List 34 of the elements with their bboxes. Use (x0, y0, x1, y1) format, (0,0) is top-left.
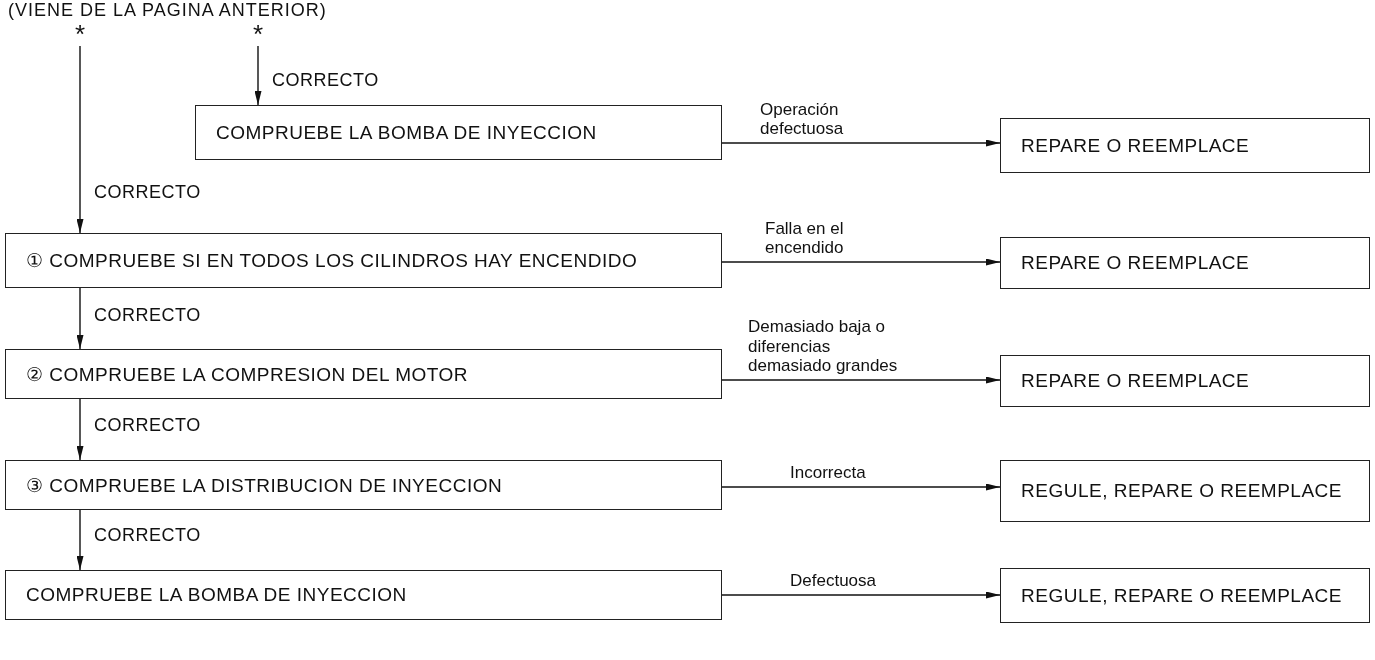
process-box (1000, 460, 1370, 522)
arrow (76, 287, 84, 350)
process-box (1000, 355, 1370, 407)
edge-label: Demasiado baja o diferencias demasiado grandes (748, 317, 898, 376)
process-box (195, 105, 722, 160)
arrow (76, 45, 84, 234)
process-box (5, 233, 722, 288)
asterisk-mark: * (246, 22, 270, 46)
box-label: COMPRUEBE LA BOMBA DE INYECCION (26, 584, 407, 606)
process-box (1000, 237, 1370, 289)
box-label: REPARE O REEMPLACE (1021, 252, 1250, 274)
process-box (1000, 118, 1370, 173)
box-label: ③ COMPRUEBE LA DISTRIBUCION DE INYECCION (26, 473, 503, 497)
box-label: REGULE, REPARE O REEMPLACE (1021, 480, 1342, 502)
arrow (721, 591, 1001, 599)
arrow (721, 376, 1001, 384)
process-box (1000, 568, 1370, 623)
arrow (721, 258, 1001, 266)
box-label: ② COMPRUEBE LA COMPRESION DEL MOTOR (26, 362, 469, 386)
process-box (5, 460, 722, 510)
page-note: (VIENE DE LA PAGINA ANTERIOR) (8, 0, 327, 21)
box-label: REPARE O REEMPLACE (1021, 134, 1250, 157)
box-label: COMPRUEBE LA BOMBA DE INYECCION (216, 121, 597, 144)
arrow (721, 139, 1001, 147)
arrow (721, 483, 1001, 491)
process-box (5, 349, 722, 399)
box-label: ① COMPRUEBE SI EN TODOS LOS CILINDROS HAY ENCENDIDO (26, 249, 638, 272)
arrow (254, 45, 262, 106)
box-label: REPARE O REEMPLACE (1021, 370, 1250, 392)
asterisk-mark: * (68, 22, 92, 46)
arrow (76, 398, 84, 461)
arrow (76, 509, 84, 571)
box-label: REGULE, REPARE O REEMPLACE (1021, 584, 1342, 607)
process-box (5, 570, 722, 620)
